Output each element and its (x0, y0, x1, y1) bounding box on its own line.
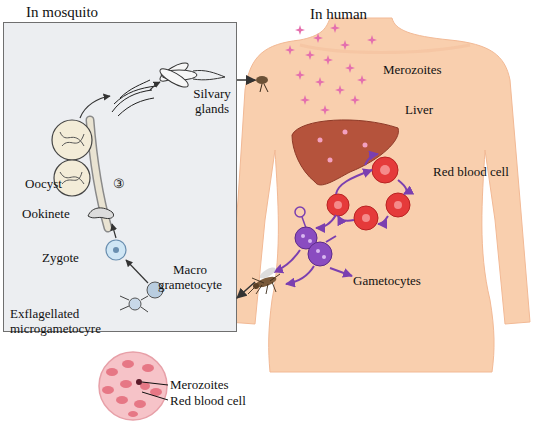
stage-label: Macro grametocyte (150, 262, 230, 292)
stage-label: Oocyst (25, 176, 62, 191)
inset-label: Red blood cell (170, 393, 246, 408)
human-body-region: In human (255, 4, 535, 370)
organ-label: Liver (405, 102, 433, 117)
stage-label: Ookinete (22, 206, 70, 221)
region-heading: In human (310, 6, 367, 22)
inset-label: Merozoites (170, 377, 228, 392)
stage-label: Zygote (42, 250, 79, 265)
stage-label: Merozoites (383, 62, 441, 77)
cell-label: Red blood cell (433, 164, 509, 179)
stage-label: Gametocytes (353, 273, 421, 288)
callout-number: ③ (113, 176, 125, 191)
human-body (255, 4, 535, 370)
region-heading: In mosquito (26, 4, 98, 20)
stage-label: Exflagellated microgametocyre (10, 306, 125, 336)
stage-label: Silvary glands (186, 86, 238, 116)
